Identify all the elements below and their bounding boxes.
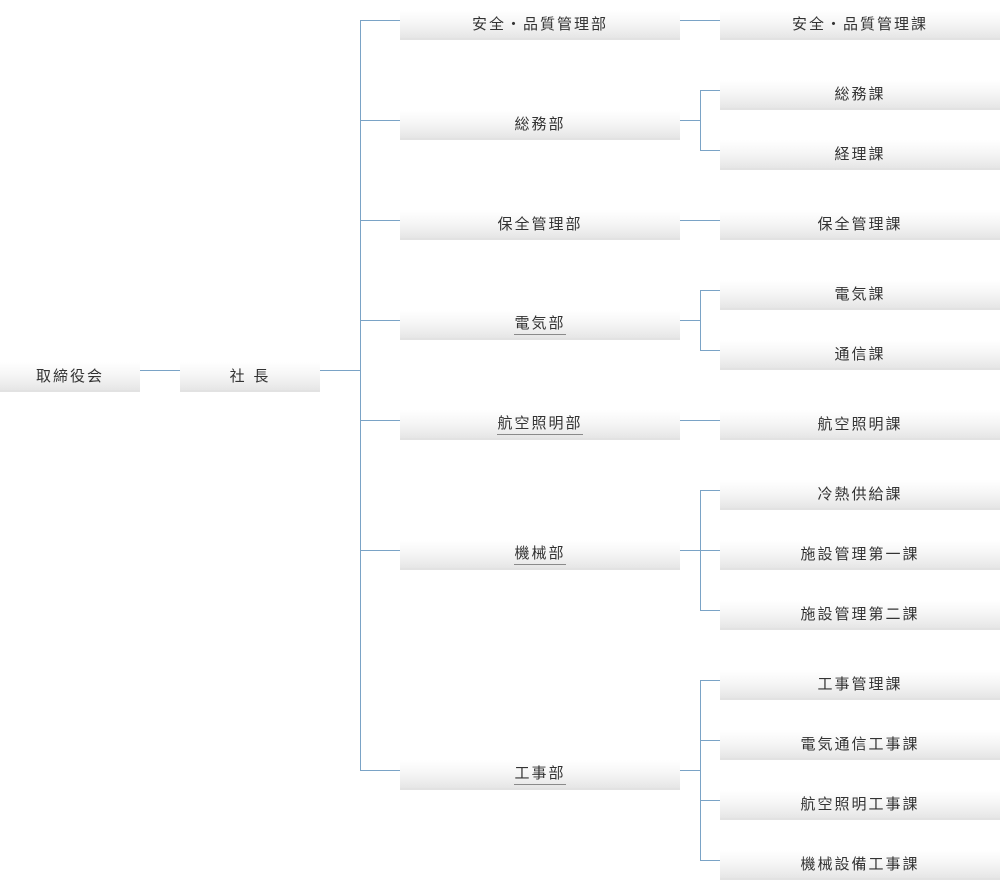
section-label: 航空照明工事課 [800,795,920,813]
section-label: 通信課 [834,345,886,363]
connector-dept-section [680,20,720,21]
connector-dept-section [680,220,720,221]
section-label: 冷熱供給課 [817,485,903,503]
section-label: 経理課 [834,145,886,163]
connector-section-bus [700,90,701,151]
section-box: 工事管理課 [720,670,1000,700]
section-box: 電気通信工事課 [720,730,1000,760]
connector-trunk-dept [360,550,400,551]
section-label: 総務課 [834,85,886,103]
department-label[interactable]: 工事部 [514,763,566,785]
department-label: 安全・品質管理部 [471,15,608,33]
connector-bus-section [700,680,720,681]
section-label: 工事管理課 [817,675,903,693]
connector-dept-section [680,420,720,421]
connector-board-president [140,370,180,371]
connector-trunk-dept [360,220,400,221]
section-label: 機械設備工事課 [800,855,920,873]
section-box: 安全・品質管理課 [720,10,1000,40]
connector-dept-bus [680,120,700,121]
department-box: 安全・品質管理部 [400,10,680,40]
connector-bus-section [700,550,720,551]
section-box: 航空照明課 [720,410,1000,440]
connector-trunk-dept [360,320,400,321]
department-box[interactable]: 工事部 [400,760,680,790]
section-label: 安全・品質管理課 [791,15,928,33]
department-label[interactable]: 機械部 [514,543,566,565]
connector-trunk-dept [360,770,400,771]
department-label[interactable]: 電気部 [514,313,566,335]
connector-bus-section [700,740,720,741]
section-label: 電気通信工事課 [800,735,920,753]
connector-bus-section [700,150,720,151]
department-box[interactable]: 機械部 [400,540,680,570]
connector-dept-bus [680,770,700,771]
section-label: 電気課 [834,285,886,303]
section-label: 施設管理第二課 [800,605,920,623]
department-box[interactable]: 電気部 [400,310,680,340]
connector-trunk-dept [360,120,400,121]
connector-bus-section [700,860,720,861]
section-box: 施設管理第一課 [720,540,1000,570]
connector-president-trunk [320,370,360,371]
section-label: 航空照明課 [817,415,903,433]
connector-section-bus [700,680,701,861]
section-box: 冷熱供給課 [720,480,1000,510]
section-box: 航空照明工事課 [720,790,1000,820]
section-box: 経理課 [720,140,1000,170]
section-box: 保全管理課 [720,210,1000,240]
section-box: 通信課 [720,340,1000,370]
connector-bus-section [700,350,720,351]
department-box: 保全管理部 [400,210,680,240]
section-label: 施設管理第一課 [800,545,920,563]
connector-trunk-dept [360,20,400,21]
section-box: 機械設備工事課 [720,850,1000,880]
connector-bus-section [700,90,720,91]
connector-section-bus [700,290,701,351]
section-box: 電気課 [720,280,1000,310]
connector-bus-section [700,610,720,611]
department-box: 総務部 [400,110,680,140]
president-box: 社 長 [180,362,320,392]
connector-trunk [360,20,361,770]
board-of-directors-box: 取締役会 [0,362,140,392]
department-label: 総務部 [514,115,566,133]
section-box: 施設管理第二課 [720,600,1000,630]
section-box: 総務課 [720,80,1000,110]
connector-bus-section [700,290,720,291]
department-label[interactable]: 航空照明部 [497,413,583,435]
president-label: 社 長 [229,367,271,385]
connector-dept-bus [680,320,700,321]
department-box[interactable]: 航空照明部 [400,410,680,440]
connector-bus-section [700,490,720,491]
board-of-directors-label: 取締役会 [35,367,104,385]
connector-bus-section [700,800,720,801]
section-label: 保全管理課 [817,215,903,233]
connector-trunk-dept [360,420,400,421]
department-label: 保全管理部 [497,215,583,233]
connector-dept-bus [680,550,700,551]
